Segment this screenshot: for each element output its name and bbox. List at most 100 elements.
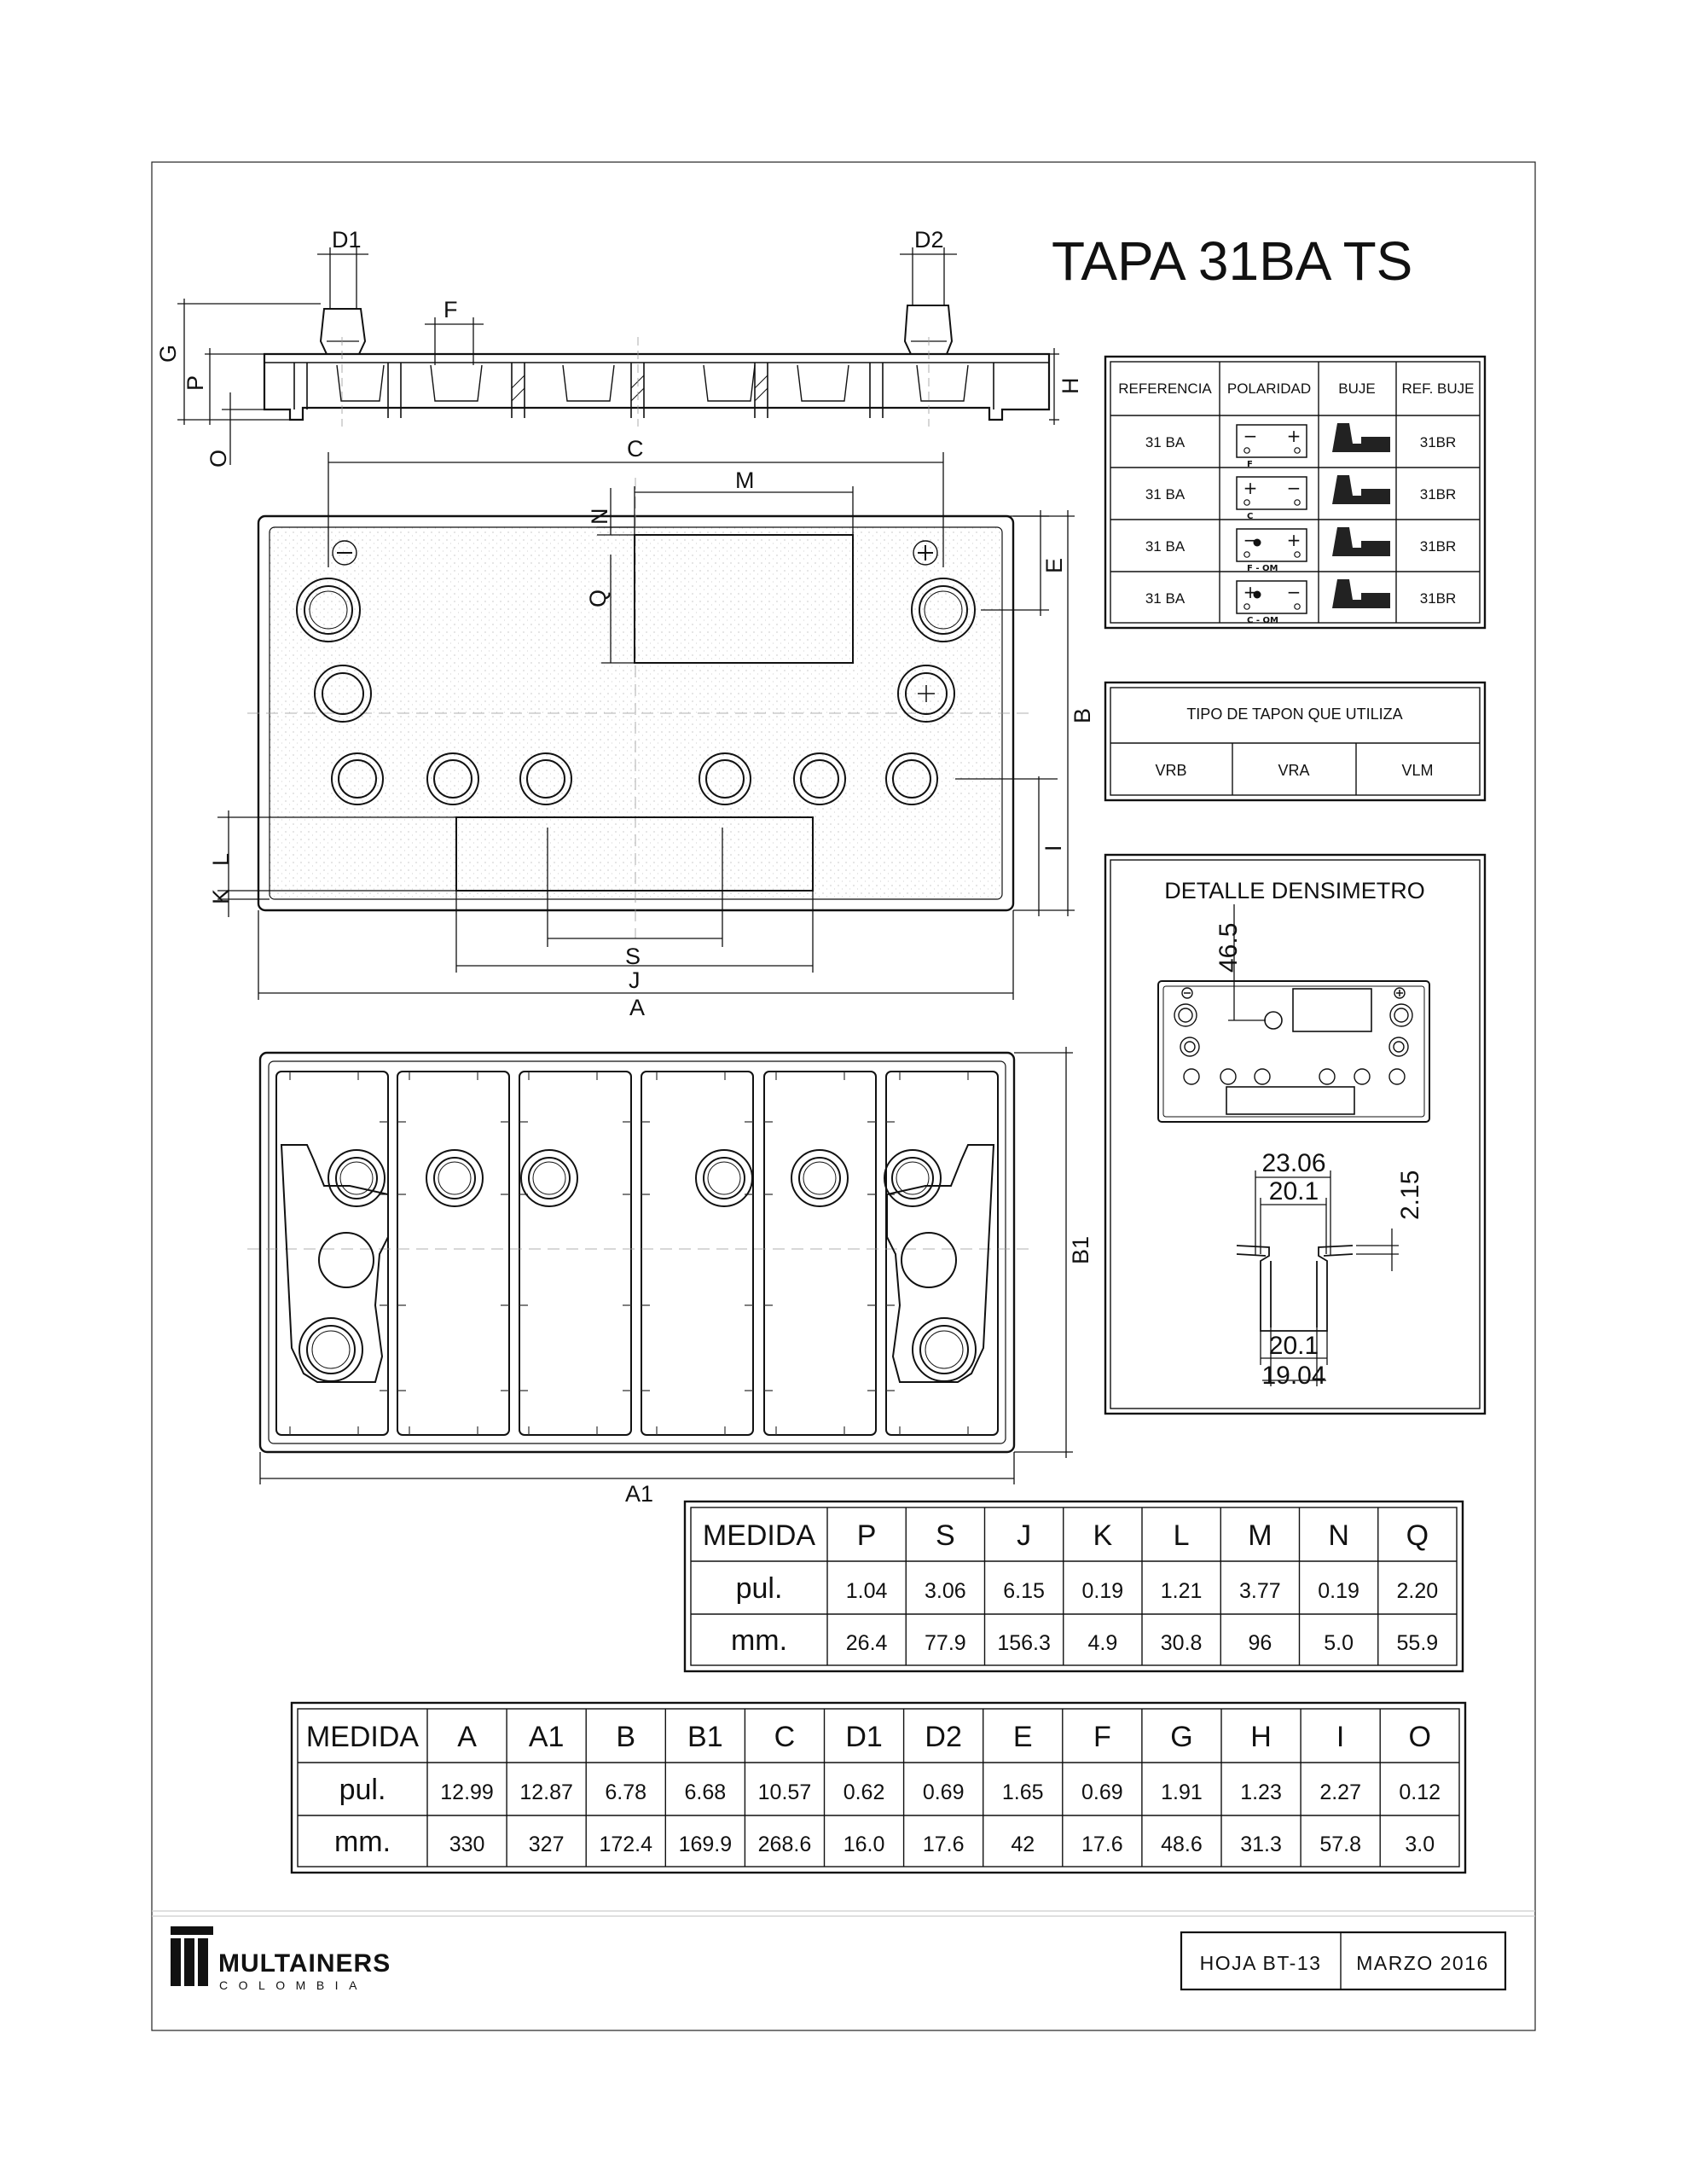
measure-header-label: MEDIDA (703, 1519, 816, 1552)
plug-type-table: TIPO DE TAPON QUE UTILIZA VRB VRA VLM (1104, 681, 1487, 802)
polarity-icon: + − C (1236, 476, 1307, 521)
measure-cell: 96 (1248, 1631, 1272, 1655)
dim-label-b: B (1070, 708, 1095, 723)
table-row-referencia: 31 BA (1145, 434, 1186, 450)
dim-label-s: S (625, 944, 641, 969)
brand-name: MULTAINERS (218, 1949, 391, 1978)
measure-cell: 42 (1011, 1833, 1035, 1856)
dim-label-o: O (206, 450, 231, 468)
measure-row-label: mm. (334, 1826, 391, 1858)
brand-sub: COLOMBIA (219, 1978, 368, 1992)
dim-label-a: A (629, 995, 645, 1020)
measure-column-header: G (1170, 1721, 1192, 1753)
sheet-border (151, 161, 1536, 2031)
plug-option-vrb: VRB (1155, 762, 1186, 779)
polarity-table: REFERENCIA POLARIDAD BUJE REF. BUJE 31 B… (1104, 355, 1487, 630)
svg-text:−: − (1244, 530, 1258, 550)
measure-cell: 1.04 (846, 1579, 888, 1603)
measure-column-header: O (1409, 1721, 1431, 1753)
svg-text:−: − (1287, 478, 1301, 498)
measure-cell: 48.6 (1161, 1833, 1203, 1856)
table-row-ref-buje: 31BR (1420, 538, 1457, 555)
measure-cell: 12.87 (519, 1780, 573, 1804)
measure-column-header: M (1248, 1519, 1272, 1552)
measure-column-header: S (936, 1519, 955, 1552)
svg-text:−: − (1244, 426, 1258, 446)
plug-option-vlm: VLM (1401, 762, 1433, 779)
measure-cell: 172.4 (599, 1833, 652, 1856)
measure-column-header: D1 (845, 1721, 882, 1753)
svg-text:−: − (1287, 582, 1301, 602)
dim-label-d2: D2 (914, 227, 944, 253)
densimeter-inner-width-bottom: 20.1 (1269, 1332, 1319, 1360)
dim-label-g: G (155, 345, 181, 363)
densimeter-detail: DETALLE DENSIMETRO 46.5 (1104, 853, 1487, 1415)
measure-column-header: H (1250, 1721, 1272, 1753)
measure-cell: 31.3 (1240, 1833, 1282, 1856)
measure-row-label: mm. (731, 1624, 787, 1657)
measure-cell: 17.6 (923, 1833, 965, 1856)
measure-column-header: B (616, 1721, 635, 1753)
measure-cell: 268.6 (758, 1833, 812, 1856)
measure-row-label: pul. (339, 1774, 386, 1806)
measure-column-header: J (1017, 1519, 1031, 1552)
measure-column-header: D2 (925, 1721, 961, 1753)
bottom-view-dimensions: B1 A1 (259, 1047, 1093, 1507)
measure-column-header: F (1093, 1721, 1111, 1753)
measure-cell: 0.12 (1399, 1780, 1441, 1804)
measure-cell: 3.0 (1405, 1833, 1435, 1856)
measure-cell: 3.77 (1239, 1579, 1281, 1603)
bushing-icon (1332, 423, 1390, 608)
dim-label-i: I (1041, 845, 1066, 851)
dim-label-k: K (208, 889, 234, 904)
dim-label-l: L (208, 853, 234, 866)
measure-cell: 2.20 (1397, 1579, 1439, 1603)
measure-cell: 55.9 (1397, 1631, 1439, 1655)
measure-cell: 0.19 (1082, 1579, 1124, 1603)
measure-cell: 6.78 (605, 1780, 646, 1804)
top-view-dimensions: C M N Q E B I L K (208, 436, 1095, 1020)
measure-cell: 0.69 (923, 1780, 965, 1804)
measure-cell: 169.9 (679, 1833, 733, 1856)
svg-text:F: F (1247, 460, 1253, 469)
svg-text:+: + (1287, 426, 1301, 446)
measure-column-header: B1 (687, 1721, 723, 1753)
dim-label-d1: D1 (332, 227, 362, 253)
dim-label-e: E (1041, 558, 1067, 573)
svg-text:+: + (1287, 530, 1301, 550)
densimeter-offset: 46.5 (1215, 923, 1243, 973)
measure-column-header: N (1328, 1519, 1349, 1552)
sheet-number: HOJA BT-13 (1200, 1952, 1322, 1974)
dim-label-f: F (443, 297, 458, 322)
polarity-icon: − + F - OM (1236, 528, 1307, 573)
measure-cell: 0.62 (844, 1780, 885, 1804)
svg-text:C - OM: C - OM (1247, 616, 1278, 625)
measure-cell: 30.8 (1161, 1631, 1203, 1655)
plug-option-vra: VRA (1278, 762, 1309, 779)
measure-column-header: E (1013, 1721, 1033, 1753)
measure-cell: 57.8 (1319, 1833, 1361, 1856)
measure-cell: 16.0 (844, 1833, 885, 1856)
measure-column-header: P (857, 1519, 877, 1552)
dim-label-j: J (629, 967, 641, 993)
col-header-ref-buje: REF. BUJE (1401, 380, 1474, 397)
measure-cell: 1.23 (1240, 1780, 1282, 1804)
sheet-info: HOJA BT-13 MARZO 2016 (1180, 1931, 1507, 1991)
measure-cell: 6.68 (685, 1780, 727, 1804)
measure-cell: 3.06 (925, 1579, 966, 1603)
measure-cell: 156.3 (997, 1631, 1051, 1655)
polarity-icon: − + F (1236, 424, 1307, 469)
measure-cell: 0.19 (1318, 1579, 1359, 1603)
col-header-referencia: REFERENCIA (1118, 380, 1212, 397)
measure-cell: 1.21 (1161, 1579, 1203, 1603)
measure-cell: 10.57 (758, 1780, 812, 1804)
measure-cell: 327 (529, 1833, 565, 1856)
dim-label-q: Q (585, 590, 611, 607)
measure-row-label: pul. (736, 1572, 783, 1605)
measure-cell: 17.6 (1081, 1833, 1123, 1856)
dim-label-p: P (183, 375, 208, 391)
drawing-title: TAPA 31BA TS (1052, 230, 1412, 292)
svg-text:C: C (1247, 512, 1253, 521)
